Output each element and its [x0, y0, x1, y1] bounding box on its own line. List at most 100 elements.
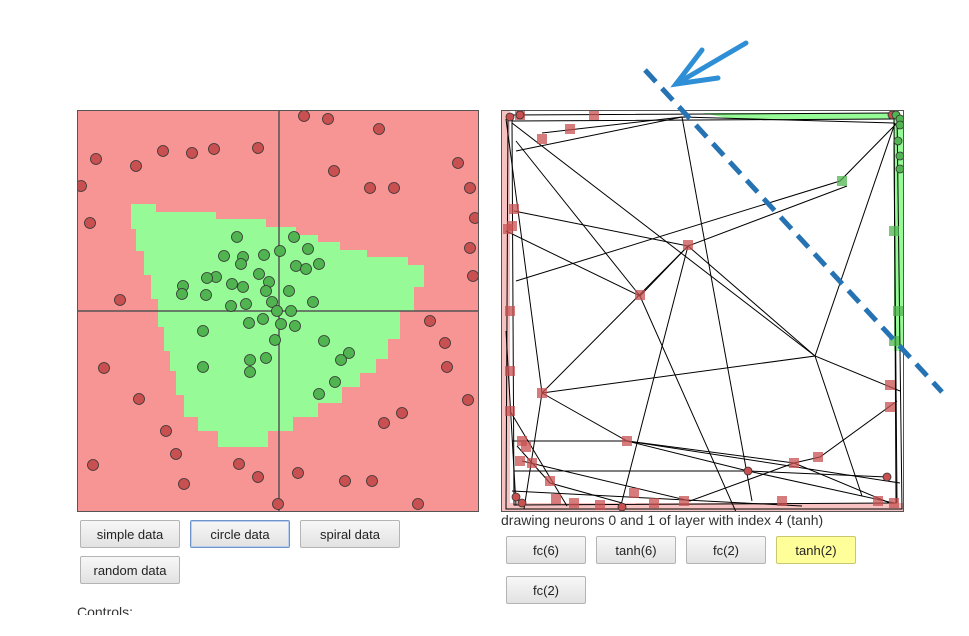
data-point — [87, 459, 99, 471]
spiral-data-button[interactable]: spiral data — [300, 520, 400, 548]
data-point — [743, 466, 753, 476]
data-point — [339, 475, 351, 487]
data-point — [895, 151, 903, 161]
data-point — [290, 260, 302, 272]
layer-button-tanh2[interactable]: tanh(2) — [776, 536, 856, 564]
data-point — [511, 492, 521, 502]
data-point — [157, 145, 169, 157]
data-point — [537, 388, 547, 398]
data-point — [252, 471, 264, 483]
data-point — [258, 249, 270, 261]
layer-visualization-canvas[interactable] — [501, 110, 904, 512]
decision-boundary-canvas[interactable] — [77, 110, 479, 512]
data-point — [300, 263, 312, 275]
data-point — [170, 448, 182, 460]
data-point — [635, 290, 645, 300]
data-point — [274, 245, 286, 257]
data-point — [114, 294, 126, 306]
data-point — [629, 488, 639, 498]
data-point — [288, 231, 300, 243]
data-point — [233, 458, 245, 470]
data-point — [302, 243, 314, 255]
grid-line — [505, 330, 517, 506]
data-point — [464, 182, 476, 194]
data-point — [464, 242, 476, 254]
data-point — [505, 406, 515, 416]
data-point — [272, 498, 284, 510]
arrow-icon — [670, 40, 749, 88]
data-point — [90, 153, 102, 165]
data-point — [260, 352, 272, 364]
data-point — [537, 134, 547, 144]
layer-button-tanh6[interactable]: tanh(6) — [596, 536, 676, 564]
data-point — [649, 498, 659, 508]
data-point — [589, 111, 599, 120]
data-point — [275, 318, 287, 330]
data-point — [889, 226, 899, 236]
data-point — [197, 325, 209, 337]
data-points — [78, 111, 478, 510]
data-point — [201, 272, 213, 284]
data-point — [289, 320, 301, 332]
circle-data-button[interactable]: circle data — [190, 520, 290, 548]
data-point — [197, 361, 209, 373]
plot-background — [502, 111, 903, 511]
data-point — [895, 164, 903, 174]
data-point — [893, 306, 903, 316]
data-point — [283, 285, 295, 297]
data-point — [260, 285, 272, 297]
data-point — [364, 182, 376, 194]
data-point — [873, 496, 883, 506]
layer-transform-plot[interactable] — [502, 111, 904, 512]
data-point — [517, 498, 527, 508]
data-point — [244, 354, 256, 366]
data-point — [837, 176, 847, 186]
simple-data-button[interactable]: simple data — [80, 520, 180, 548]
data-point — [517, 436, 527, 446]
data-point — [231, 231, 243, 243]
data-point — [218, 250, 230, 262]
data-point — [257, 313, 269, 325]
layer-button-fc6[interactable]: fc(6) — [506, 536, 586, 564]
data-point — [521, 442, 531, 452]
data-point — [313, 258, 325, 270]
grid-line — [509, 410, 568, 507]
grid-line — [541, 392, 895, 504]
data-point — [505, 112, 515, 122]
data-point — [186, 147, 198, 159]
data-point — [617, 502, 627, 511]
decision-boundary-plot[interactable] — [78, 111, 479, 512]
data-point — [335, 354, 347, 366]
data-point — [160, 425, 172, 437]
data-point — [412, 498, 424, 510]
data-point — [237, 281, 249, 293]
data-point — [240, 298, 252, 310]
random-data-button[interactable]: random data — [80, 556, 180, 584]
data-point — [551, 494, 561, 504]
data-point — [322, 113, 334, 125]
data-point — [505, 306, 515, 316]
data-point — [133, 393, 145, 405]
data-point — [813, 452, 823, 462]
data-point — [266, 296, 278, 308]
data-point — [328, 165, 340, 177]
data-point — [373, 123, 385, 135]
data-point — [777, 496, 787, 506]
data-point — [441, 361, 453, 373]
layer-button-fc2-output[interactable]: fc(2) — [506, 576, 586, 604]
data-point — [292, 467, 304, 479]
data-point — [269, 334, 281, 346]
layer-button-fc2[interactable]: fc(2) — [686, 536, 766, 564]
data-point — [565, 124, 575, 134]
data-point — [396, 407, 408, 419]
data-point — [679, 496, 689, 506]
data-point — [244, 366, 256, 378]
data-point — [84, 217, 96, 229]
data-point — [366, 475, 378, 487]
data-point — [893, 136, 903, 146]
data-point — [235, 258, 247, 270]
data-point — [98, 362, 110, 374]
data-point — [505, 366, 515, 376]
layer-caption: drawing neurons 0 and 1 of layer with in… — [501, 512, 824, 528]
data-point — [683, 240, 693, 250]
